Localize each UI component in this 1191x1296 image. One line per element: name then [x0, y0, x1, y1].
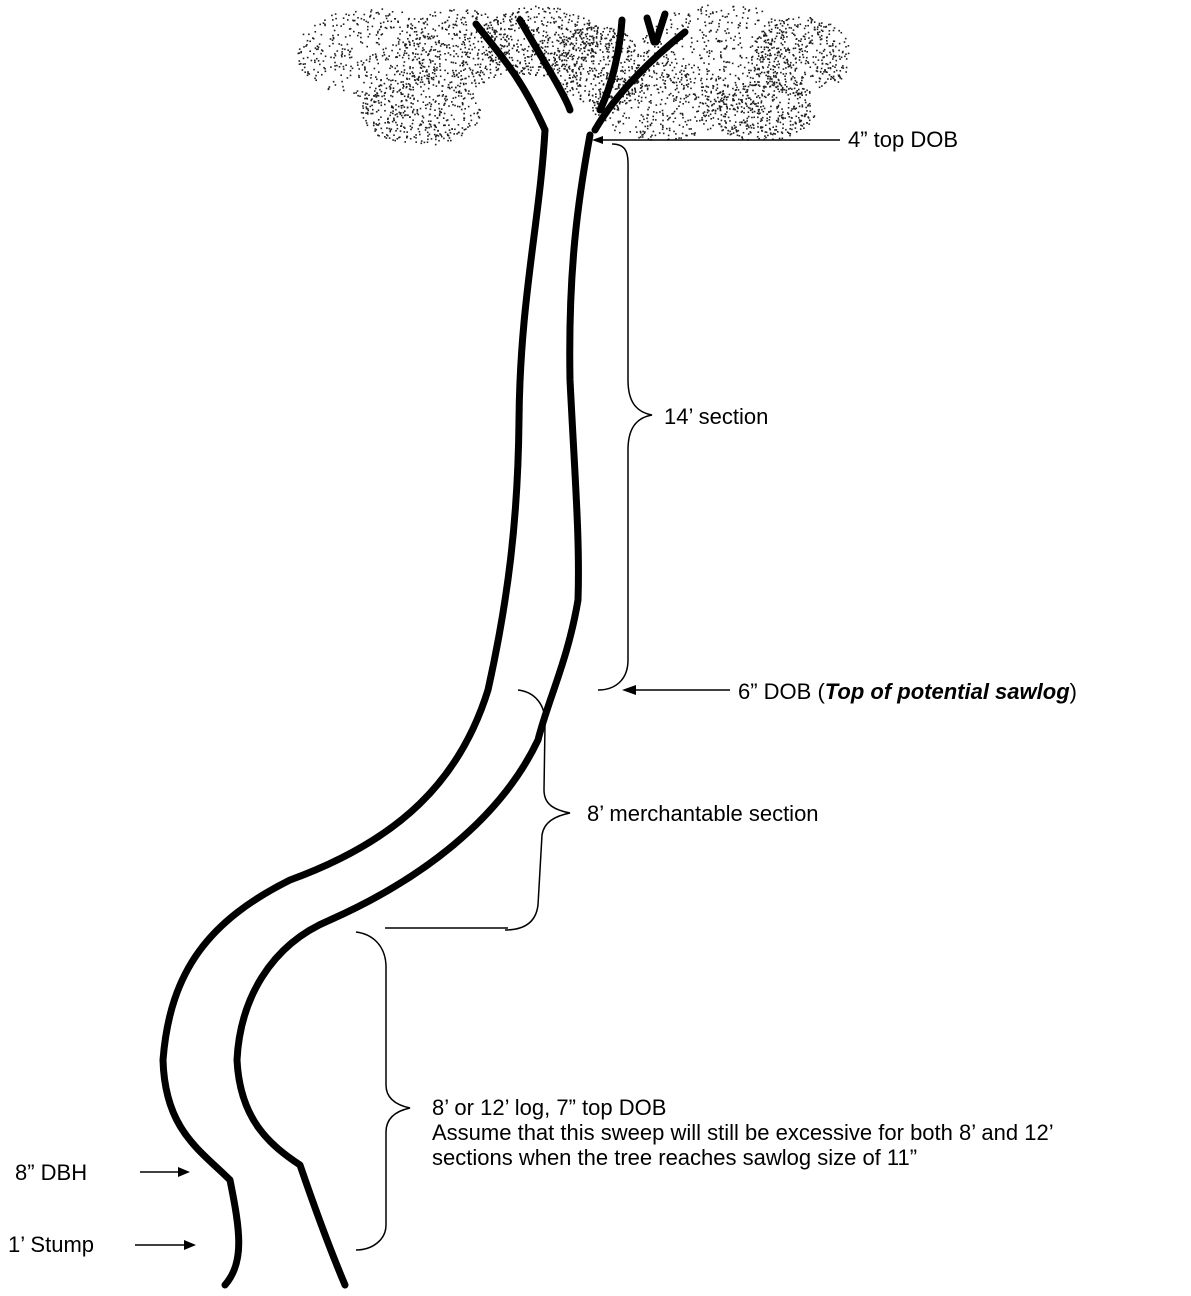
label-6-dob-suffix: ) — [1070, 679, 1077, 704]
stump-arrowhead — [184, 1240, 196, 1250]
label-log-line2: Assume that this sweep will still be exc… — [432, 1120, 1054, 1146]
brace-14-section — [598, 144, 652, 690]
tree-canopy — [298, 5, 850, 146]
label-log-line3: sections when the tree reaches sawlog si… — [432, 1145, 917, 1171]
label-stump: 1’ Stump — [8, 1232, 94, 1258]
dbh-arrowhead — [178, 1167, 190, 1177]
label-14-section: 14’ section — [664, 404, 768, 430]
branch-top-right-left — [647, 18, 654, 42]
dob6-arrowhead — [622, 685, 636, 695]
label-log-line1: 8’ or 12’ log, 7” top DOB — [432, 1095, 666, 1121]
brace-8-merchantable — [505, 690, 570, 930]
label-8-merchantable: 8’ merchantable section — [587, 801, 819, 827]
label-6-dob-emphasis: Top of potential sawlog — [825, 679, 1070, 704]
label-top-dob: 4” top DOB — [848, 127, 958, 153]
label-6-dob: 6” DOB (Top of potential sawlog) — [738, 679, 1077, 705]
branch-top-right-right — [656, 14, 665, 42]
label-6-dob-prefix: 6” DOB ( — [738, 679, 825, 704]
label-dbh: 8” DBH — [15, 1160, 87, 1186]
brace-log — [356, 932, 410, 1250]
top-dob-arrowhead — [592, 136, 603, 144]
